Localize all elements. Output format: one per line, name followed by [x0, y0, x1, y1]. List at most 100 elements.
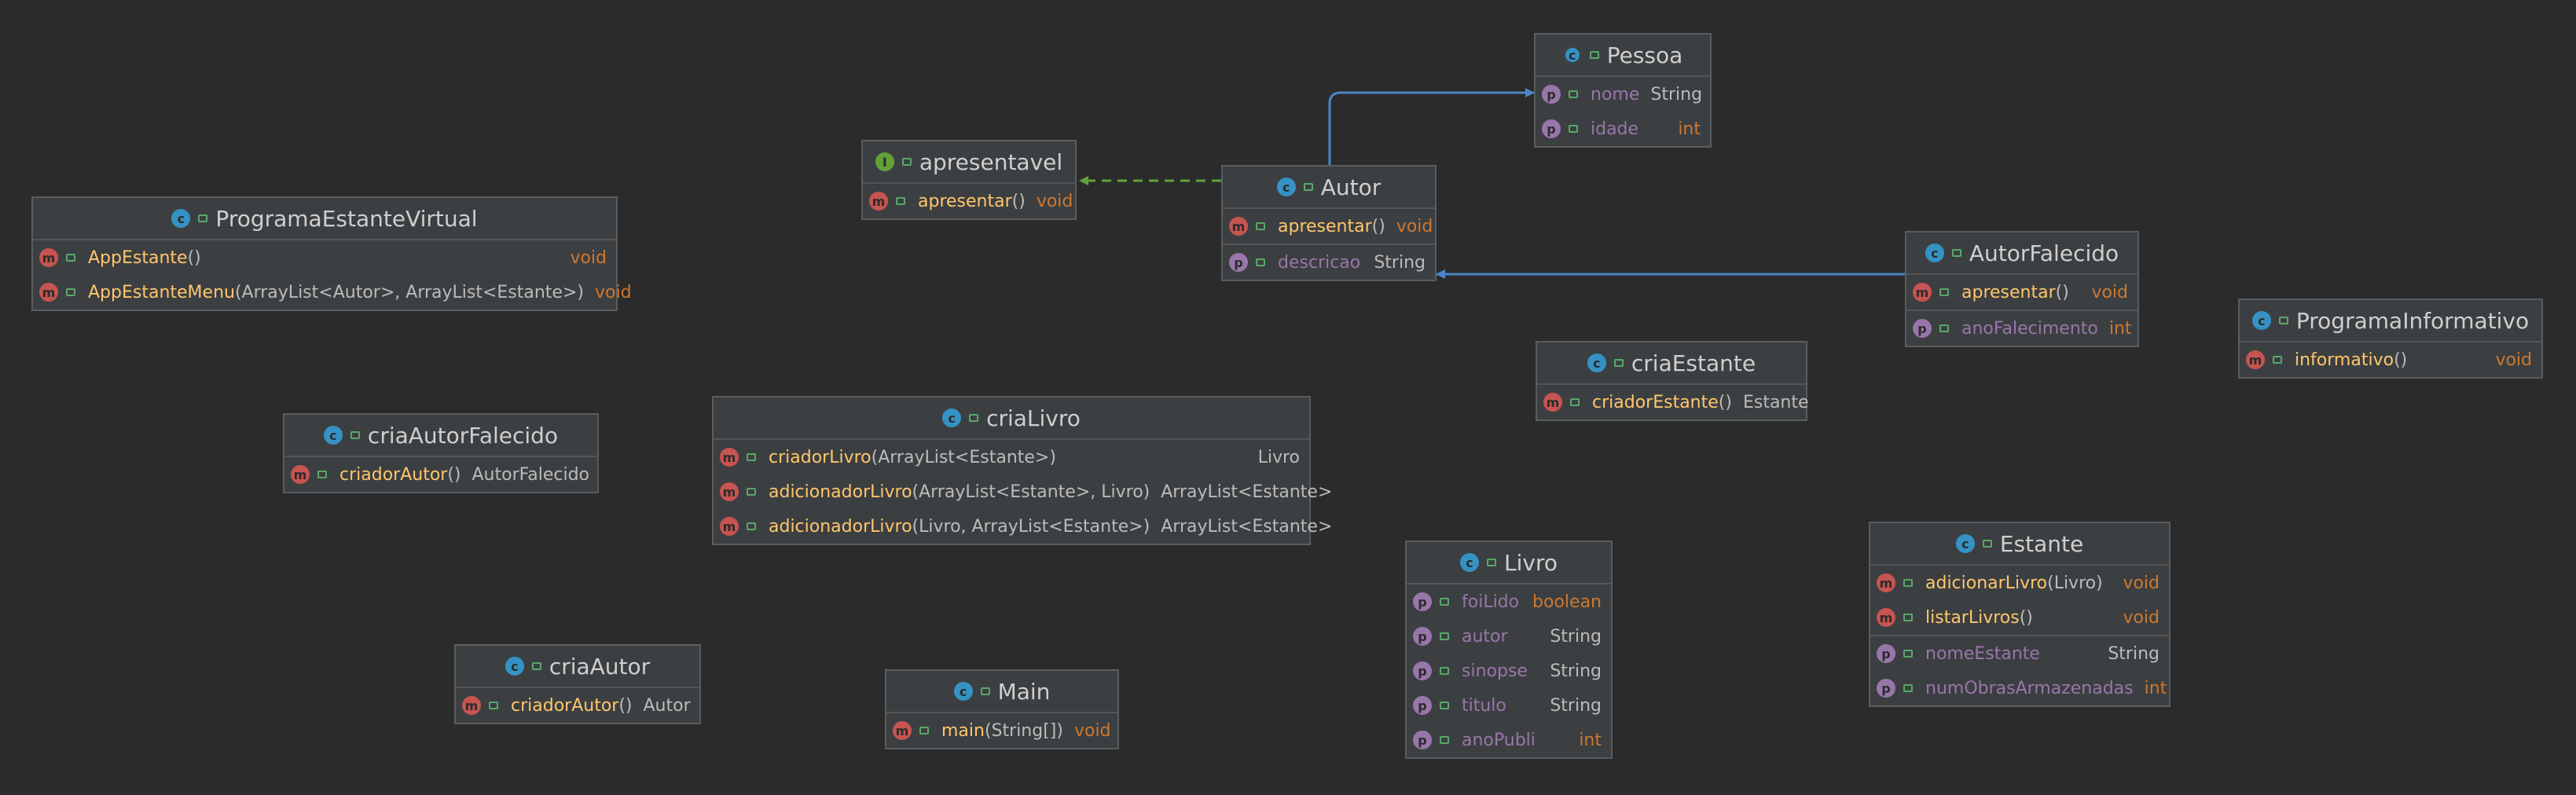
public-visibility-icon: [489, 702, 498, 709]
edge-autor-extends-pessoa: [1328, 88, 1535, 165]
field-row[interactable]: p sinopse String: [1407, 654, 1611, 688]
field-name: foiLido: [1462, 592, 1520, 612]
method-row[interactable]: m criadorAutor() Autor: [456, 688, 699, 723]
class-node-livro[interactable]: c Livro p foiLido boolean p autor String…: [1405, 540, 1613, 759]
field-row[interactable]: p anoPubli int: [1407, 723, 1611, 757]
class-node-autor[interactable]: c Autor m apresentar() void p descricao …: [1221, 165, 1437, 281]
method-name: apresentar: [1278, 216, 1372, 236]
method-row[interactable]: m criadorAutor() AutorFalecido: [284, 457, 597, 492]
method-name: apresentar: [918, 191, 1012, 211]
class-node-criaautor[interactable]: c criaAutor m criadorAutor() Autor: [454, 644, 701, 724]
method-params: (): [1371, 216, 1385, 236]
method-row[interactable]: m listarLivros() void: [1870, 600, 2169, 635]
method-params: (ArrayList<Estante>): [871, 447, 1056, 467]
class-icon: c: [942, 408, 962, 427]
field-icon: p: [1877, 679, 1895, 698]
public-visibility-icon: [919, 727, 929, 735]
class-title: Estante: [1999, 530, 2084, 557]
class-node-autorfalecido[interactable]: c AutorFalecido m apresentar() void p an…: [1905, 231, 2139, 347]
method-params: (): [1011, 191, 1026, 211]
class-node-crialivro[interactable]: c criaLivro m criadorLivro(ArrayList<Est…: [712, 396, 1332, 545]
method-row[interactable]: m apresentar() void: [1906, 275, 2137, 310]
class-node-programainformativo[interactable]: c ProgramaInformativo m informativo() vo…: [2238, 299, 2543, 379]
field-type: int: [1678, 119, 1701, 139]
field-icon: p: [1913, 319, 1932, 338]
field-icon: p: [1413, 627, 1432, 646]
public-visibility-icon: [1570, 398, 1580, 406]
public-visibility-icon: [1256, 222, 1265, 230]
field-type: String: [1550, 626, 1602, 647]
method-return-type: ArrayList<Estante>: [1161, 482, 1333, 502]
field-row[interactable]: p titulo String: [1407, 688, 1611, 723]
public-visibility-icon: [747, 488, 756, 496]
class-node-criaestante[interactable]: c criaEstante m criadorEstante() Estante: [1536, 341, 1809, 421]
class-node-criaautorfalecido[interactable]: c criaAutorFalecido m criadorAutor() Aut…: [283, 413, 599, 493]
method-icon: m: [291, 465, 310, 484]
method-row[interactable]: m criadorEstante() Estante: [1537, 385, 1809, 419]
field-row[interactable]: p descricao String: [1223, 244, 1435, 280]
method-row[interactable]: m apresentar() void: [1223, 209, 1435, 244]
public-visibility-icon: [1982, 540, 1992, 548]
public-visibility-icon: [1569, 125, 1578, 133]
method-return-type: void: [1036, 191, 1073, 211]
field-icon: p: [1877, 644, 1895, 663]
field-row[interactable]: p numObrasArmazenadas int: [1870, 671, 2169, 705]
field-type: String: [1550, 695, 1602, 716]
public-visibility-icon: [1256, 258, 1265, 266]
field-icon: p: [1413, 592, 1432, 611]
public-visibility-icon: [1613, 359, 1624, 367]
public-visibility-icon: [1903, 579, 1913, 587]
method-row[interactable]: m AppEstante() void: [33, 240, 616, 275]
method-icon: m: [39, 248, 58, 267]
method-icon: m: [39, 283, 58, 302]
method-return-type: void: [2123, 607, 2160, 628]
class-header: c criaAutorFalecido: [284, 415, 597, 457]
method-return-type: void: [570, 247, 607, 268]
method-name: AppEstanteMenu: [88, 282, 235, 302]
public-visibility-icon: [198, 214, 208, 222]
method-row[interactable]: m apresentar() void: [863, 184, 1075, 218]
method-row[interactable]: m adicionarLivro(Livro) void: [1870, 566, 2169, 600]
class-node-programaestantevirtual[interactable]: c ProgramaEstanteVirtual m AppEstante() …: [31, 196, 632, 311]
field-row[interactable]: p nome String: [1536, 77, 1710, 112]
class-node-pessoa[interactable]: c Pessoa p nome String p idade int: [1534, 33, 1712, 148]
field-row[interactable]: p idade int: [1536, 112, 1710, 146]
public-visibility-icon: [317, 471, 327, 478]
class-node-main[interactable]: c Main m main(String[]) void: [885, 669, 1119, 749]
class-title: criaAutor: [549, 653, 651, 680]
class-header: I apresentavel: [863, 141, 1075, 184]
class-header: c Main: [886, 671, 1117, 713]
method-row[interactable]: m adicionadorLivro(Livro, ArrayList<Esta…: [714, 509, 1332, 544]
class-icon: c: [1955, 534, 1975, 553]
field-icon: p: [1413, 661, 1432, 680]
method-row[interactable]: m AppEstanteMenu(ArrayList<Autor>, Array…: [33, 275, 632, 310]
field-name: numObrasArmazenadas: [1925, 678, 2134, 698]
field-type: boolean: [1532, 592, 1602, 612]
class-node-estante[interactable]: c Estante m adicionarLivro(Livro) void m…: [1869, 522, 2171, 707]
field-icon: p: [1542, 119, 1561, 138]
public-visibility-icon: [1903, 650, 1913, 658]
class-header: c Autor: [1223, 167, 1435, 209]
method-row[interactable]: m informativo() void: [2240, 343, 2541, 377]
class-icon: c: [2251, 311, 2271, 330]
method-params: (String[]): [984, 720, 1063, 741]
class-icon: c: [1925, 244, 1944, 262]
method-row[interactable]: m main(String[]) void: [886, 713, 1117, 748]
field-row[interactable]: p nomeEstante String: [1870, 635, 2169, 671]
field-name: nomeEstante: [1925, 643, 2040, 664]
field-name: nome: [1591, 84, 1640, 104]
field-row[interactable]: p foiLido boolean: [1407, 584, 1611, 619]
interface-node-apresentavel[interactable]: I apresentavel m apresentar() void: [861, 140, 1077, 220]
class-title: Livro: [1504, 549, 1558, 576]
field-icon: p: [1413, 731, 1432, 749]
field-row[interactable]: p anoFalecimento int: [1906, 310, 2137, 346]
method-name: apresentar: [1961, 282, 2056, 302]
public-visibility-icon: [1903, 684, 1913, 692]
method-return-type: void: [2091, 282, 2128, 302]
method-return-type: void: [1073, 720, 1111, 741]
method-row[interactable]: m adicionadorLivro(ArrayList<Estante>, L…: [714, 474, 1332, 509]
field-row[interactable]: p autor String: [1407, 619, 1611, 654]
class-title: criaAutorFalecido: [367, 422, 559, 449]
public-visibility-icon: [1303, 183, 1313, 191]
method-row[interactable]: m criadorLivro(ArrayList<Estante>) Livro: [714, 440, 1309, 474]
